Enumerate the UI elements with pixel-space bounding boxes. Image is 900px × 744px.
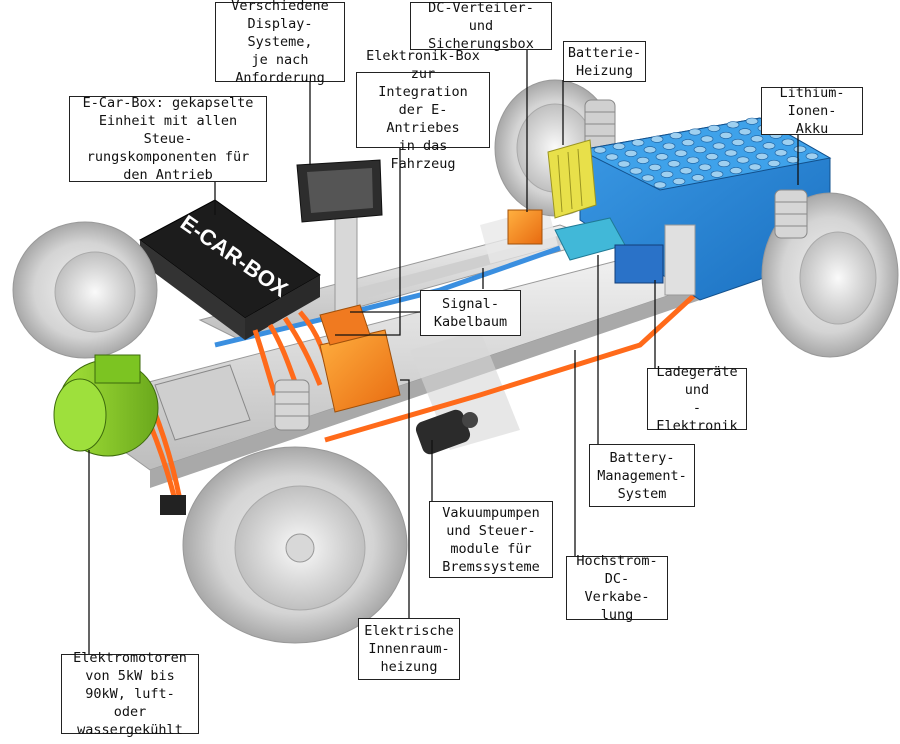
- battery-cell: [650, 135, 664, 143]
- label-cabin-heater: Elektrische Innenraum- heizung: [358, 618, 460, 680]
- battery-cell: [612, 142, 626, 150]
- battery-cell: [593, 146, 607, 154]
- display-unit: [296, 159, 383, 316]
- label-vacuum-pumps: Vakuumpumpen und Steuer- module für Brem…: [429, 501, 553, 578]
- label-signal-harness: Signal- Kabelbaum: [420, 290, 521, 336]
- label-electronics-box: Elektronik-Box zur Integration der E-Ant…: [356, 48, 490, 172]
- battery-cell: [743, 145, 757, 153]
- label-charger-electronics: Ladegeräte und -Elektronik: [647, 364, 747, 434]
- battery-cell: [653, 181, 667, 189]
- dc-distribution-box: [507, 209, 543, 245]
- mount-bracket: [664, 224, 696, 296]
- battery-cell: [686, 156, 700, 164]
- battery-cell: [786, 156, 800, 164]
- battery-cell: [707, 124, 721, 132]
- battery-cell: [805, 152, 819, 160]
- label-lithium-ion-battery: Lithium- Ionen- Akku: [761, 85, 863, 137]
- battery-cell: [738, 128, 752, 136]
- tire-front-left: [12, 221, 158, 359]
- battery-cell: [669, 132, 683, 140]
- battery-cell: [774, 149, 788, 157]
- battery-cell: [655, 153, 669, 161]
- gearbox: [154, 364, 251, 441]
- e-car-box: E-CAR-BOX: [139, 199, 321, 340]
- battery-cell: [674, 149, 688, 157]
- signal-cable: [214, 245, 561, 348]
- battery-cell: [719, 131, 733, 139]
- label-dc-distribution-box: DC-Verteiler- und Sicherungsbox: [410, 0, 552, 52]
- battery-cell: [781, 138, 795, 146]
- battery-cell: [748, 163, 762, 171]
- battery-cell: [679, 167, 693, 175]
- battery-heater: [547, 139, 597, 219]
- battery-cell: [624, 149, 638, 157]
- battery-cell: [705, 153, 719, 161]
- battery-cell: [681, 139, 695, 147]
- spring-rear-right: [774, 189, 808, 239]
- battery-cell: [693, 146, 707, 154]
- battery-cell: [605, 153, 619, 161]
- battery-cell: [717, 160, 731, 168]
- battery-cell: [631, 139, 645, 147]
- battery-cell: [750, 135, 764, 143]
- label-battery-management-system: Battery- Management- System: [589, 444, 695, 507]
- battery-cell: [729, 167, 743, 175]
- battery-cell: [636, 156, 650, 164]
- battery-cell: [793, 145, 807, 153]
- high-current-cable: [324, 288, 702, 443]
- tire-front-right: [182, 446, 408, 644]
- battery-cell: [712, 142, 726, 150]
- battery-cell: [641, 174, 655, 182]
- battery-cell: [726, 121, 740, 129]
- battery-cell: [643, 146, 657, 154]
- vacuum-pump: [415, 409, 478, 455]
- electric-motor: [53, 354, 159, 457]
- label-e-car-box: E-Car-Box: gekapselte Einheit mit allen …: [69, 95, 267, 183]
- battery-cell: [648, 163, 662, 171]
- battery-cell: [672, 177, 686, 185]
- battery-cell: [745, 117, 759, 125]
- battery-cell: [629, 167, 643, 175]
- spring-front: [274, 379, 310, 431]
- battery-cells: [593, 117, 819, 189]
- battery-cell: [700, 135, 714, 143]
- cable-connector: [160, 495, 186, 515]
- battery-cell: [662, 142, 676, 150]
- label-electric-motors: Elektromotoren von 5kW bis 90kW, luft- o…: [61, 650, 199, 738]
- label-battery-heater: Batterie- Heizung: [563, 41, 646, 82]
- battery-cell: [724, 149, 738, 157]
- charger-unit: [614, 244, 664, 284]
- battery-cell: [660, 170, 674, 178]
- battery-cell: [762, 142, 776, 150]
- leader-lines: [88, 50, 799, 655]
- label-high-current-cabling: Hochstrom- DC-Verkabe- lung: [566, 553, 668, 623]
- battery-cell: [688, 128, 702, 136]
- battery-cell: [710, 170, 724, 178]
- battery-cell: [667, 160, 681, 168]
- battery-cell: [691, 174, 705, 182]
- cabin-heater: [319, 304, 401, 413]
- battery-cell: [767, 159, 781, 167]
- battery-cell: [731, 138, 745, 146]
- battery-cell: [698, 163, 712, 171]
- battery-cell: [617, 160, 631, 168]
- label-display-systems: Verschiedene Display-Systeme, je nach An…: [215, 0, 345, 86]
- battery-cell: [736, 156, 750, 164]
- battery-cell: [755, 152, 769, 160]
